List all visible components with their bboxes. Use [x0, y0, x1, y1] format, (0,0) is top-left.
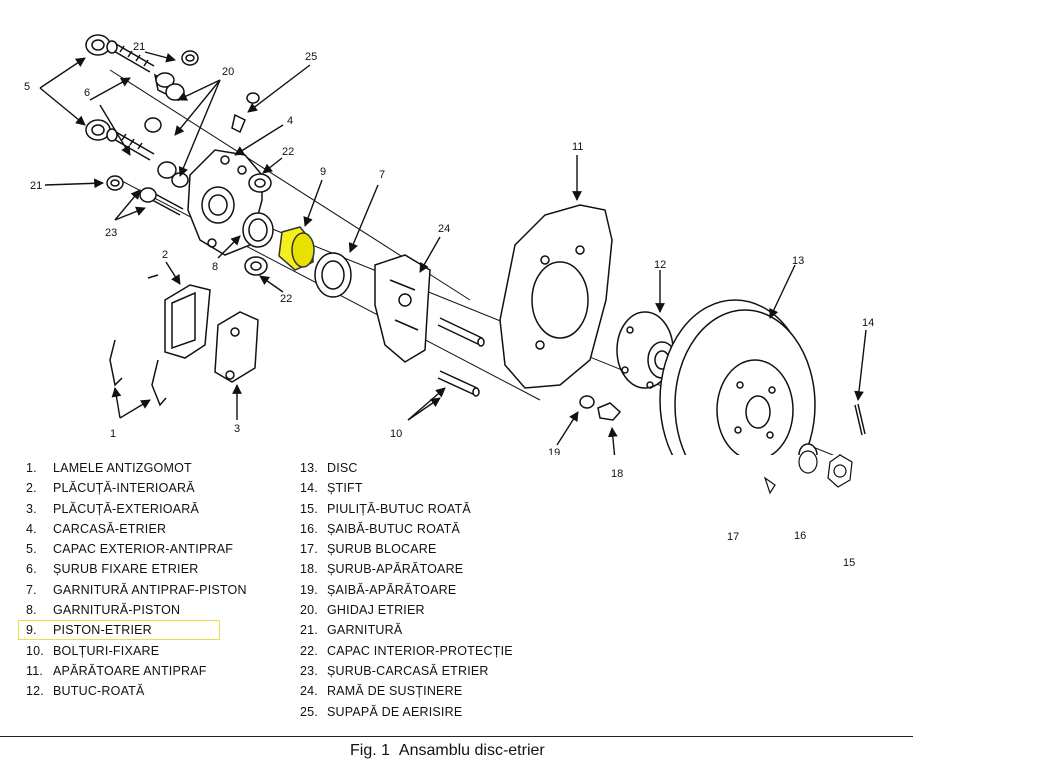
- piston-dust-boot: [314, 252, 352, 298]
- parts-legend-left: 1.LAMELE ANTIZGOMOT 2.PLĂCUȚĂ-INTERIOARĂ…: [18, 458, 296, 702]
- exploded-diagram: 21 20 25 5 6 4 22 9 7 11 21 23 24 2 8 22…: [24, 34, 874, 455]
- callout-22b: 22: [280, 293, 292, 305]
- caliper-guide-top: [153, 72, 185, 102]
- callout-3: 3: [234, 423, 240, 435]
- caption-divider: [0, 736, 913, 737]
- callout-21a: 21: [133, 41, 145, 53]
- callout-17: 17: [727, 531, 739, 543]
- guide-pin-bottom: [437, 370, 480, 397]
- callout-19: 19: [548, 447, 560, 455]
- dust-shield: [499, 204, 613, 389]
- legend-item: 3.PLĂCUȚĂ-EXTERIOARĂ: [26, 501, 199, 516]
- legend-item: 5.CAPAC EXTERIOR-ANTIPRAF: [26, 542, 234, 557]
- anti-noise-shims: [109, 274, 167, 407]
- callout-15: 15: [843, 557, 855, 569]
- legend-item: 14.ȘTIFT: [300, 481, 363, 496]
- legend-item: 6.ȘURUB FIXARE ETRIER: [26, 562, 199, 577]
- legend-item: 10.BOLȚURI-FIXARE: [26, 643, 160, 658]
- legend-item: 21.GARNITURĂ: [300, 623, 403, 638]
- caliper-housing-bolt: [139, 187, 184, 216]
- seal-21-bottom: [106, 175, 124, 191]
- bleed-valve: [231, 92, 260, 134]
- callout-14: 14: [862, 317, 874, 329]
- legend-item: 2.PLĂCUȚĂ-INTERIOARĂ: [26, 481, 195, 496]
- callout-11: 11: [572, 141, 583, 153]
- callout-2: 2: [162, 249, 168, 261]
- callout-20: 20: [222, 66, 234, 78]
- guide-20-mid: [144, 117, 189, 188]
- outer-dust-cap-top: [85, 34, 111, 56]
- callout-6: 6: [84, 87, 90, 99]
- outer-brake-pad: [214, 311, 259, 383]
- legend-item: 23.ȘURUB-CARCASĂ ETRIER: [300, 663, 489, 678]
- callout-4: 4: [287, 115, 293, 127]
- callout-25: 25: [305, 51, 317, 63]
- shield-washer: [579, 395, 595, 409]
- callout-16: 16: [794, 530, 806, 542]
- legend-item: 8.GARNITURĂ-PISTON: [26, 603, 181, 618]
- callout-13: 13: [792, 255, 804, 267]
- legend-item: 4.CARCASĂ-ETRIER: [26, 521, 167, 536]
- legend-item: 24.RAMĂ DE SUSȚINERE: [300, 684, 463, 699]
- outer-dust-cap-mid: [85, 119, 111, 141]
- figure-caption: Fig. 1 Ansamblu disc-etrier: [350, 742, 545, 760]
- legend-item: 20.GHIDAJ ETRIER: [300, 603, 425, 618]
- lower-callouts: 18 17 16 15: [611, 450, 855, 569]
- shield-screw: [597, 402, 622, 421]
- callout-5: 5: [24, 81, 30, 93]
- caliper-bolt-mid: [106, 128, 155, 161]
- support-bracket: [374, 254, 431, 363]
- piston-seal: [242, 212, 274, 248]
- brake-disc: [659, 299, 816, 455]
- legend-item: 1.LAMELE ANTIZGOMOT: [26, 461, 192, 475]
- callout-12: 12: [654, 259, 666, 271]
- legend-item: 7.GARNITURĂ ANTIPRAF-PISTON: [26, 582, 247, 597]
- callout-9: 9: [320, 166, 326, 178]
- callout-21b: 21: [30, 180, 42, 192]
- inner-cap-top: [248, 173, 272, 193]
- callout-22a: 22: [282, 146, 294, 158]
- caliper-piston: [278, 226, 315, 271]
- inner-cap-bottom: [244, 256, 268, 276]
- callout-23: 23: [105, 227, 117, 239]
- caliper-bolt-top: [106, 40, 155, 73]
- legend-item: 11.APĂRĂTOARE ANTIPRAF: [26, 663, 207, 678]
- parts-legend-right: 13.DISC 14.ȘTIFT 15.PIULIȚĂ-BUTUC ROATĂ …: [300, 458, 590, 722]
- callout-8: 8: [212, 261, 218, 273]
- legend-item: 15.PIULIȚĂ-BUTUC ROATĂ: [300, 501, 471, 516]
- legend-item-highlighted: 9.PISTON-ETRIER: [18, 620, 296, 641]
- legend-item: 13.DISC: [300, 461, 358, 475]
- legend-item: 17.ȘURUB BLOCARE: [300, 542, 437, 557]
- callout-10: 10: [390, 428, 402, 440]
- wheel-stud: [854, 403, 866, 436]
- callout-1: 1: [110, 428, 116, 440]
- figure-title: Ansamblu disc-etrier: [398, 742, 545, 759]
- inner-brake-pad: [164, 284, 211, 359]
- callout-7: 7: [379, 169, 385, 181]
- legend-item: 12.BUTUC-ROATĂ: [26, 684, 145, 699]
- legend-item: 16.ȘAIBĂ-BUTUC ROATĂ: [300, 521, 461, 536]
- legend-item: 19.ȘAIBĂ-APĂRĂTOARE: [300, 582, 457, 597]
- figure-number: Fig. 1: [350, 742, 391, 759]
- callout-18: 18: [611, 468, 623, 480]
- guide-pin-top: [437, 317, 485, 347]
- callout-24: 24: [438, 223, 450, 235]
- seal-21-top: [181, 50, 199, 66]
- legend-item: 22.CAPAC INTERIOR-PROTECȚIE: [300, 643, 513, 658]
- legend-item: 18.ȘURUB-APĂRĂTOARE: [300, 562, 464, 577]
- legend-item: 25.SUPAPĂ DE AERISIRE: [300, 704, 463, 719]
